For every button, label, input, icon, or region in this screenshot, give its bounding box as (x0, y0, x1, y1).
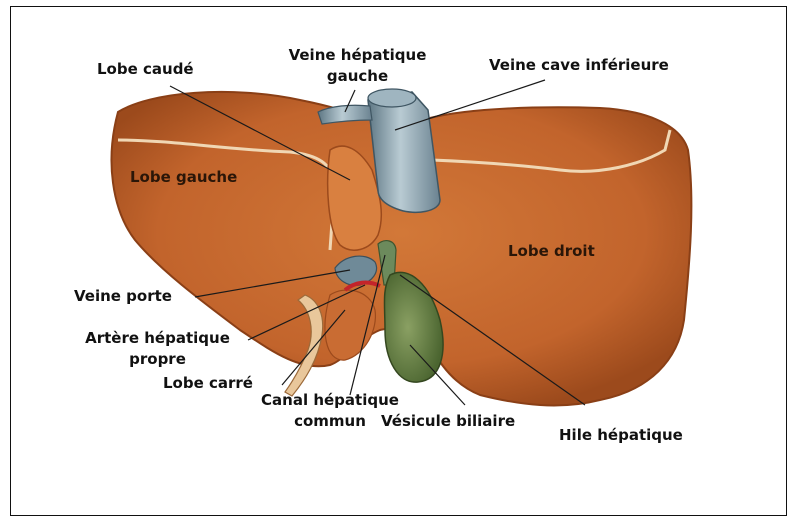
vena-cava-top (368, 89, 416, 107)
label-artere-hepatique-propre-line1: Artère hépatique (65, 331, 250, 346)
label-lobe-gauche: Lobe gauche (130, 170, 237, 185)
vena-cava (368, 92, 440, 212)
label-vesicule-biliaire: Vésicule biliaire (381, 414, 515, 429)
label-veine-cave-inferieure: Veine cave inférieure (489, 58, 669, 73)
label-lobe-droit: Lobe droit (508, 244, 595, 259)
label-lobe-carre: Lobe carré (163, 376, 253, 391)
label-veine-hepatique-gauche: Veine hépatique gauche (270, 48, 445, 84)
label-veine-hepatique-gauche-line2: gauche (270, 69, 445, 84)
label-hile-hepatique: Hile hépatique (559, 428, 683, 443)
label-canal-hepatique-commun-line1: Canal hépatique (240, 393, 420, 408)
label-veine-hepatique-gauche-line1: Veine hépatique (270, 48, 445, 63)
label-artere-hepatique-propre-line2: propre (65, 352, 250, 367)
label-artere-hepatique-propre: Artère hépatique propre (65, 331, 250, 367)
label-lobe-caude: Lobe caudé (97, 62, 194, 77)
label-veine-porte: Veine porte (74, 289, 172, 304)
